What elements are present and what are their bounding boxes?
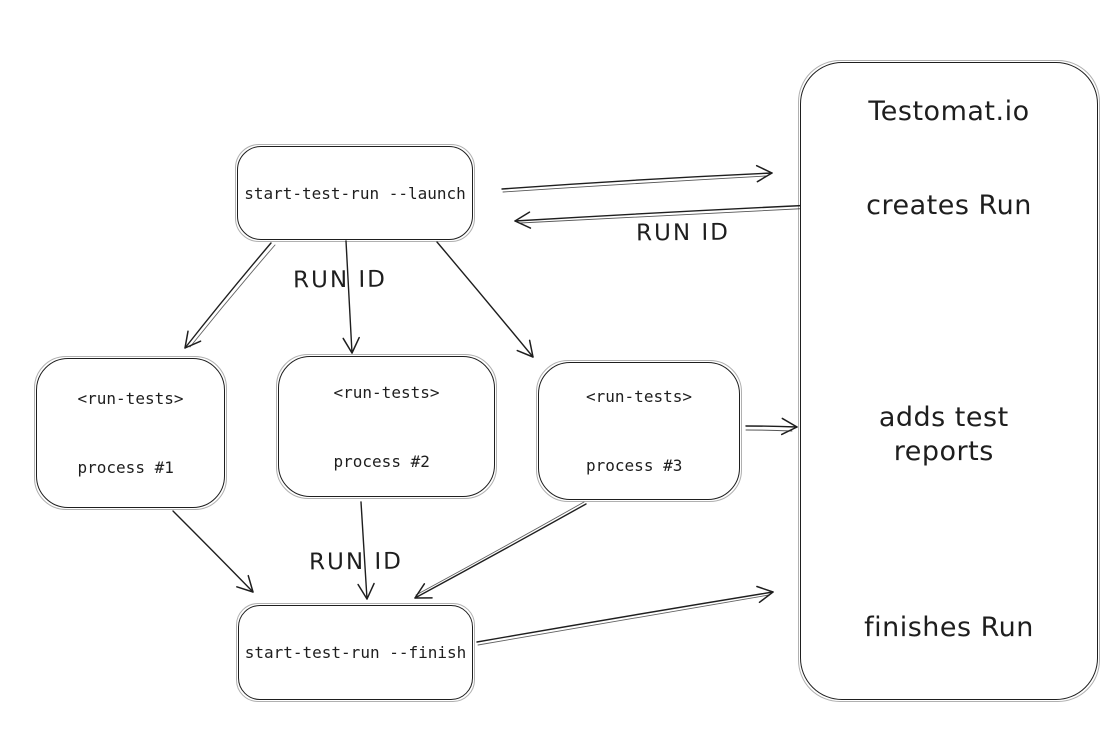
process1-line1: <run-tests>	[77, 389, 184, 408]
node-launch-label: start-test-run --launch	[244, 183, 466, 203]
arrow-finish-to-testomat	[476, 585, 774, 643]
edge-label-run-id-response: RUN ID	[635, 219, 731, 247]
process2-line2: process #2	[333, 451, 430, 471]
node-start-test-run-finish: start-test-run --finish	[236, 603, 475, 702]
arrow-process3-to-finish	[414, 503, 587, 599]
node-start-test-run-launch: start-test-run --launch	[235, 144, 475, 242]
node-run-tests-process-3: <run-tests> process #3	[536, 360, 742, 502]
node-run-tests-process-2: <run-tests> process #2	[276, 354, 497, 499]
arrow-process3-to-testomat	[745, 417, 798, 436]
node-finish-label: start-test-run --finish	[244, 643, 467, 662]
arrow-launch-to-testomat	[501, 164, 773, 190]
service-step-adds-test-reports: adds test reports	[878, 402, 1009, 467]
process2-line1: <run-tests>	[333, 382, 440, 402]
edge-label-run-id-fan-out: RUN ID	[292, 266, 388, 294]
testomat-service-panel: Testomat.io creates Run adds test report…	[798, 60, 1100, 702]
arrow-launch-to-process3	[436, 241, 534, 358]
process1-line2: process #1	[77, 458, 174, 477]
process3-line1: <run-tests>	[586, 387, 692, 406]
service-title: Testomat.io	[868, 96, 1030, 127]
edge-label-run-id-fan-in: RUN ID	[308, 548, 404, 576]
arrow-testomat-to-launch	[514, 204, 815, 229]
service-step-creates-run: creates Run	[866, 190, 1032, 221]
arrow-launch-to-process1	[184, 242, 272, 349]
node-run-tests-process-1: <run-tests> process #1	[34, 356, 227, 510]
service-step-finishes-run: finishes Run	[864, 612, 1034, 643]
arrow-process1-to-finish	[172, 510, 254, 593]
process3-line2: process #3	[586, 456, 683, 475]
